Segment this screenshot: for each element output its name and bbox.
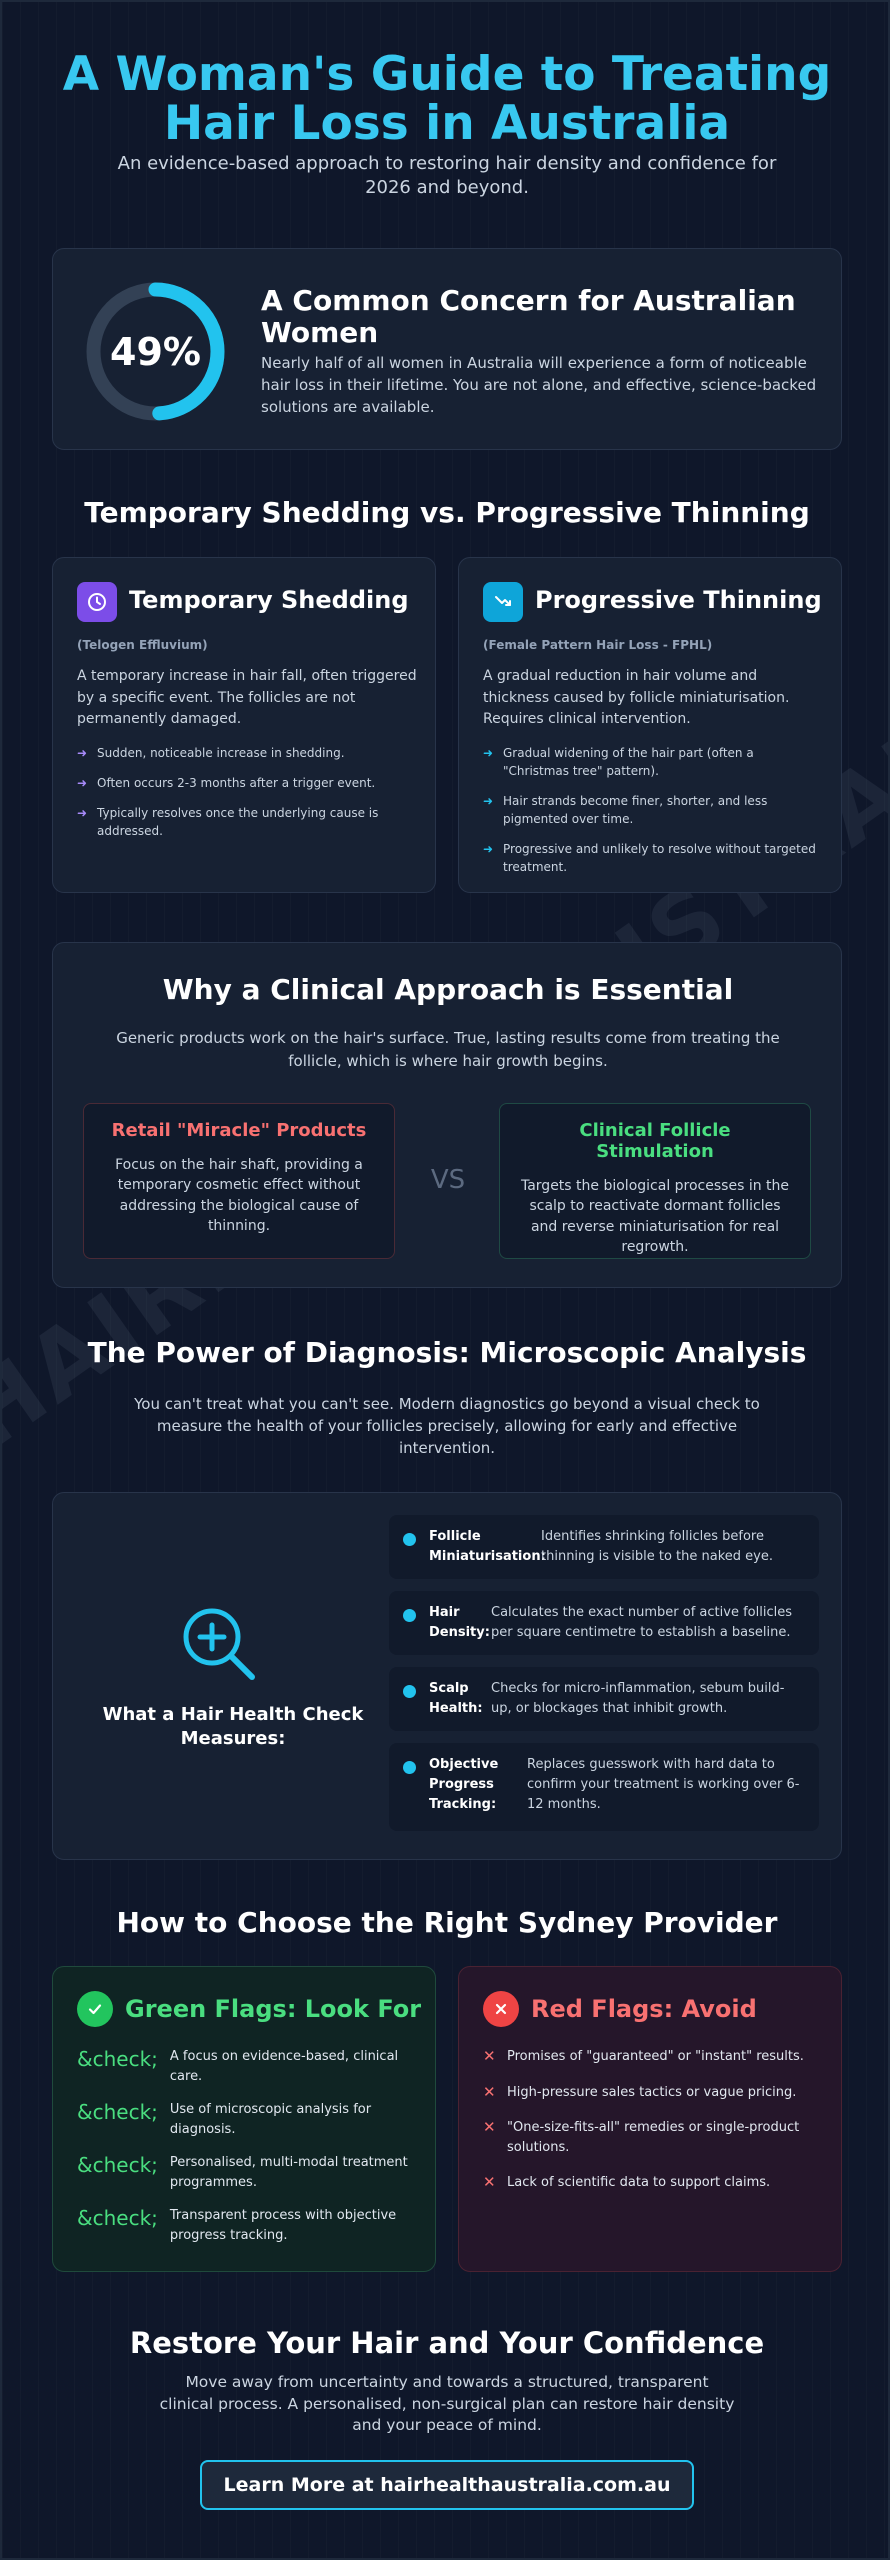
shedding-bullets: ➜Sudden, noticeable increase in shedding… [77, 744, 417, 852]
list-item: ➜Typically resolves once the underlying … [77, 806, 379, 838]
thinning-text: A gradual reduction in hair volume and t… [483, 668, 790, 728]
learn-more-button[interactable]: Learn More at hairhealthaustralia.com.au [200, 2460, 694, 2510]
bullet-dot-icon [403, 1609, 416, 1622]
retail-title: Retail "Miracle" Products [111, 1120, 367, 1141]
thinning-card: Progressive Thinning (Female Pattern Hai… [458, 557, 842, 893]
diagnosis-label: What a Hair Health Check Measures: [102, 1704, 364, 1750]
green-flags-title: Green Flags: Look For [125, 1995, 422, 2023]
diagnosis-heading: The Power of Diagnosis: Microscopic Anal… [87, 1336, 807, 1369]
cta-heading: Restore Your Hair and Your Confidence [129, 2326, 765, 2360]
clock-icon [77, 582, 117, 622]
measure-item: Follicle Miniaturisation: Identifies shr… [389, 1515, 819, 1579]
cross-marker: ✕ [483, 2173, 496, 2191]
check-marker: &check; [77, 2100, 158, 2124]
cross-marker: ✕ [483, 2082, 496, 2101]
follicle-box: Clinical Follicle Stimulation Targets th… [499, 1103, 811, 1259]
stat-title: A Common Concern for Australian Women [261, 284, 796, 350]
list-item: &check;Personalised, multi-modal treatme… [77, 2153, 408, 2190]
arrow-right-icon: ➜ [483, 794, 494, 808]
green-flags-header: Green Flags: Look For [77, 1991, 421, 2027]
list-item: ➜Progressive and unlikely to resolve wit… [483, 842, 816, 874]
magnify-plus-icon [183, 1608, 255, 1680]
list-item: ✕High-pressure sales tactics or vague pr… [483, 2082, 797, 2101]
stat-card: 49% A Common Concern for Australian Wome… [52, 248, 842, 450]
diagnosis-card: What a Hair Health Check Measures: Folli… [52, 1492, 842, 1860]
list-item: ➜Often occurs 2-3 months after a trigger… [77, 776, 376, 790]
red-flags-title: Red Flags: Avoid [531, 1995, 757, 2023]
retail-box: Retail "Miracle" Products Focus on the h… [83, 1103, 395, 1259]
arrow-right-icon: ➜ [483, 746, 494, 760]
check-marker: &check; [77, 2206, 158, 2230]
percent-ring [86, 282, 225, 421]
list-item: &check;A focus on evidence-based, clinic… [77, 2047, 399, 2084]
diagnosis-text: You can't treat what you can't see. Mode… [134, 1395, 760, 1457]
follicle-text: Targets the biological processes in the … [520, 1178, 790, 1255]
trend-down-icon [483, 582, 523, 622]
thinning-subtitle: (Female Pattern Hair Loss - FPHL) [483, 638, 713, 652]
arrow-right-icon: ➜ [77, 806, 88, 820]
cross-marker: ✕ [483, 2118, 496, 2136]
comparison-heading: Temporary Shedding vs. Progressive Thinn… [84, 496, 810, 529]
bullet-dot-icon [403, 1761, 416, 1774]
list-item: ➜Hair strands become finer, shorter, and… [483, 794, 768, 826]
vs-label: VS [430, 1165, 466, 1195]
clinical-heading: Why a Clinical Approach is Essential [162, 973, 734, 1006]
stat-text: Nearly half of all women in Australia wi… [261, 354, 817, 416]
arrow-right-icon: ➜ [483, 842, 494, 856]
page-title: A Woman's Guide to Treating Hair Loss in… [62, 47, 832, 152]
list-item: ✕"One-size-fits-all" remedies or single-… [483, 2118, 800, 2155]
red-flags-list: ✕Promises of "guaranteed" or "instant" r… [483, 2047, 823, 2209]
thinning-title: Progressive Thinning [535, 586, 822, 614]
clinical-text: Generic products work on the hair's surf… [116, 1029, 780, 1070]
measure-item: Objective Progress Tracking: Replaces gu… [389, 1743, 819, 1831]
cross-marker: ✕ [483, 2047, 496, 2065]
list-item: ➜Sudden, noticeable increase in shedding… [77, 746, 345, 760]
shedding-card: Temporary Shedding (Telogen Effluvium) A… [52, 557, 436, 893]
arrow-right-icon: ➜ [77, 746, 88, 760]
green-flags-card: Green Flags: Look For &check;A focus on … [52, 1966, 436, 2272]
arrow-right-icon: ➜ [77, 776, 88, 790]
check-marker: &check; [77, 2153, 158, 2177]
shedding-subtitle: (Telogen Effluvium) [77, 638, 208, 652]
percent-label: 49% [110, 329, 201, 374]
list-item: ✕Promises of "guaranteed" or "instant" r… [483, 2047, 804, 2065]
thinning-bullets: ➜Gradual widening of the hair part (ofte… [483, 744, 823, 888]
measure-item: Hair Density: Calculates the exact numbe… [389, 1591, 819, 1655]
shedding-text: A temporary increase in hair fall, often… [77, 668, 417, 728]
bullet-dot-icon [403, 1685, 416, 1698]
list-item: &check;Transparent process with objectiv… [77, 2206, 397, 2243]
retail-text: Focus on the hair shaft, providing a tem… [115, 1157, 363, 1234]
measure-item: Scalp Health: Checks for micro-inflammat… [389, 1667, 819, 1731]
provider-heading: How to Choose the Right Sydney Provider [116, 1906, 778, 1939]
bullet-dot-icon [403, 1533, 416, 1546]
cta-text: Move away from uncertainty and towards a… [159, 2373, 735, 2435]
check-icon [77, 1991, 113, 2027]
green-flags-list: &check;A focus on evidence-based, clinic… [77, 2047, 417, 2259]
close-icon [483, 1991, 519, 2027]
shedding-title: Temporary Shedding [129, 586, 409, 614]
check-marker: &check; [77, 2047, 158, 2071]
red-flags-header: Red Flags: Avoid [483, 1991, 757, 2027]
page-subtitle: An evidence-based approach to restoring … [117, 153, 777, 199]
follicle-title: Clinical Follicle Stimulation [579, 1120, 731, 1162]
list-item: ➜Gradual widening of the hair part (ofte… [483, 746, 754, 778]
red-flags-card: Red Flags: Avoid ✕Promises of "guarantee… [458, 1966, 842, 2272]
list-item: ✕Lack of scientific data to support clai… [483, 2173, 771, 2191]
clinical-card: Why a Clinical Approach is Essential Gen… [52, 942, 842, 1288]
list-item: &check;Use of microscopic analysis for d… [77, 2100, 372, 2137]
